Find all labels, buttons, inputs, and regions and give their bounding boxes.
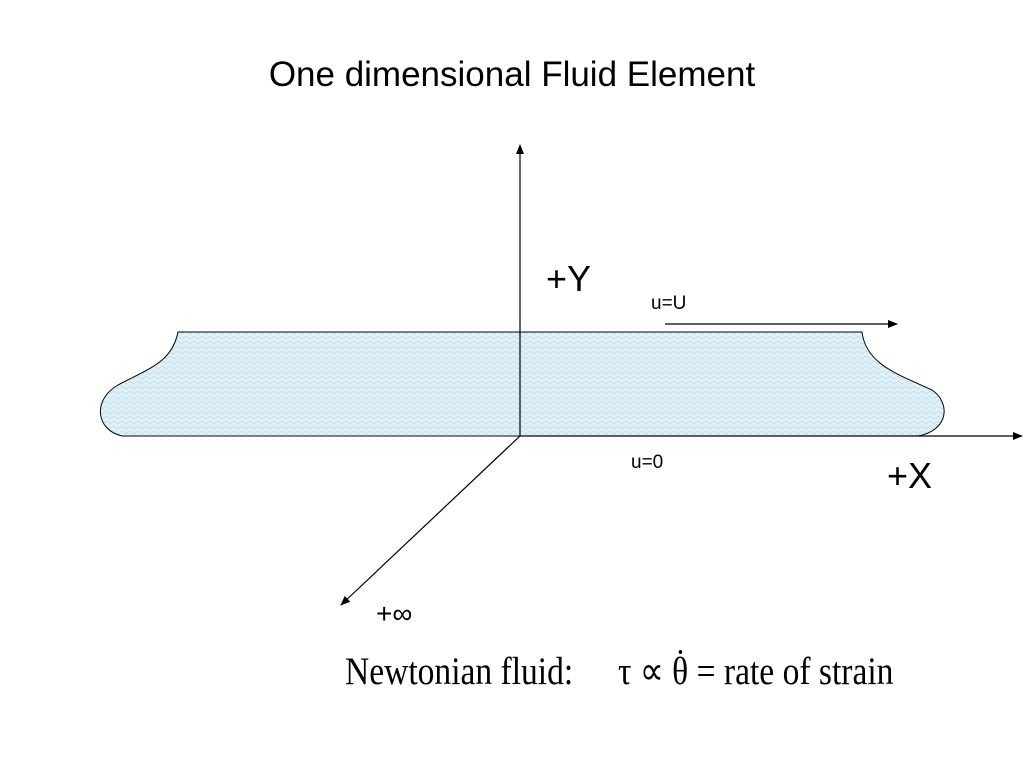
z-axis <box>340 435 521 606</box>
equation-theta: θ <box>672 650 689 693</box>
z-axis-label: +∞ <box>376 598 413 629</box>
top-velocity-label: u=U <box>651 293 687 314</box>
fluid-element <box>100 331 945 437</box>
y-axis-label: +Y <box>546 258 592 299</box>
equation-prefix: Newtonian fluid: <box>345 650 574 693</box>
equation-theta-dot: θ <box>672 650 689 693</box>
bottom-velocity-label: u=0 <box>631 452 664 473</box>
equation-tau: τ <box>617 650 632 693</box>
x-axis-label: +X <box>887 455 933 496</box>
newtonian-equation: Newtonian fluid: τ ∝ θ = rate of strain <box>345 650 894 693</box>
equation-propto: ∝ <box>639 650 664 693</box>
equation-rest: = rate of strain <box>696 650 894 693</box>
slide-title: One dimensional Fluid Element <box>268 55 756 94</box>
